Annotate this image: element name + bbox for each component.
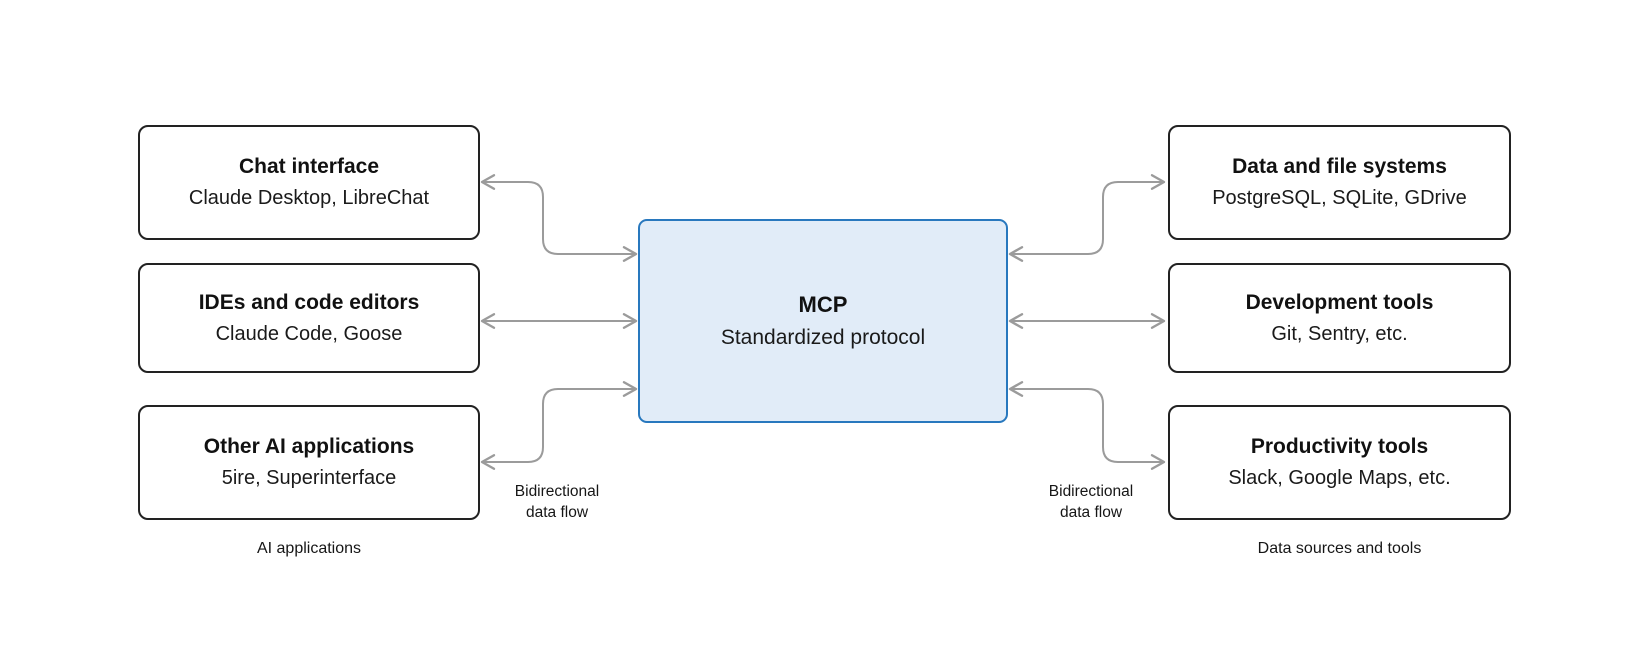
flow-label-line2: data flow <box>525 504 589 521</box>
node-other-ai-applications: Other AI applications 5ire, Superinterfa… <box>138 405 480 520</box>
node-ides-code-editors: IDEs and code editors Claude Code, Goose <box>138 263 480 373</box>
node-subtitle: Claude Code, Goose <box>215 322 403 345</box>
node-subtitle: 5ire, Superinterface <box>221 467 397 489</box>
node-mcp: MCP Standardized protocol <box>638 219 1008 423</box>
node-subtitle: Git, Sentry, etc. <box>1271 322 1408 345</box>
flow-label-line2: data flow <box>1059 504 1123 521</box>
node-subtitle: Claude Desktop, LibreChat <box>188 187 430 209</box>
flow-label-right: Bidirectional data flow <box>1026 481 1156 523</box>
group-caption-data-sources-tools: Data sources and tools <box>1257 540 1422 557</box>
node-subtitle: Slack, Google Maps, etc. <box>1228 467 1451 489</box>
node-title: MCP <box>798 291 848 317</box>
connector-mcp-datafiles <box>1008 174 1166 262</box>
connector-mcp-otherai <box>480 381 638 470</box>
node-title: Other AI applications <box>203 435 415 458</box>
connector-mcp-productivity <box>1008 381 1166 470</box>
node-data-file-systems: Data and file systems PostgreSQL, SQLite… <box>1168 125 1511 240</box>
node-title: Development tools <box>1245 290 1434 314</box>
node-title: IDEs and code editors <box>198 290 420 314</box>
node-subtitle: Standardized protocol <box>720 325 926 349</box>
node-development-tools: Development tools Git, Sentry, etc. <box>1168 263 1511 373</box>
node-title: Productivity tools <box>1250 435 1429 458</box>
node-title: Chat interface <box>238 155 380 178</box>
flow-label-line1: Bidirectional <box>514 483 600 500</box>
connector-chat-mcp <box>480 174 638 262</box>
flow-label-left: Bidirectional data flow <box>492 481 622 523</box>
node-subtitle: PostgreSQL, SQLite, GDrive <box>1212 187 1467 209</box>
flow-label-line1: Bidirectional <box>1048 483 1134 500</box>
node-productivity-tools: Productivity tools Slack, Google Maps, e… <box>1168 405 1511 520</box>
node-chat-interface: Chat interface Claude Desktop, LibreChat <box>138 125 480 240</box>
group-caption-ai-applications: AI applications <box>256 540 362 557</box>
node-title: Data and file systems <box>1232 155 1447 178</box>
